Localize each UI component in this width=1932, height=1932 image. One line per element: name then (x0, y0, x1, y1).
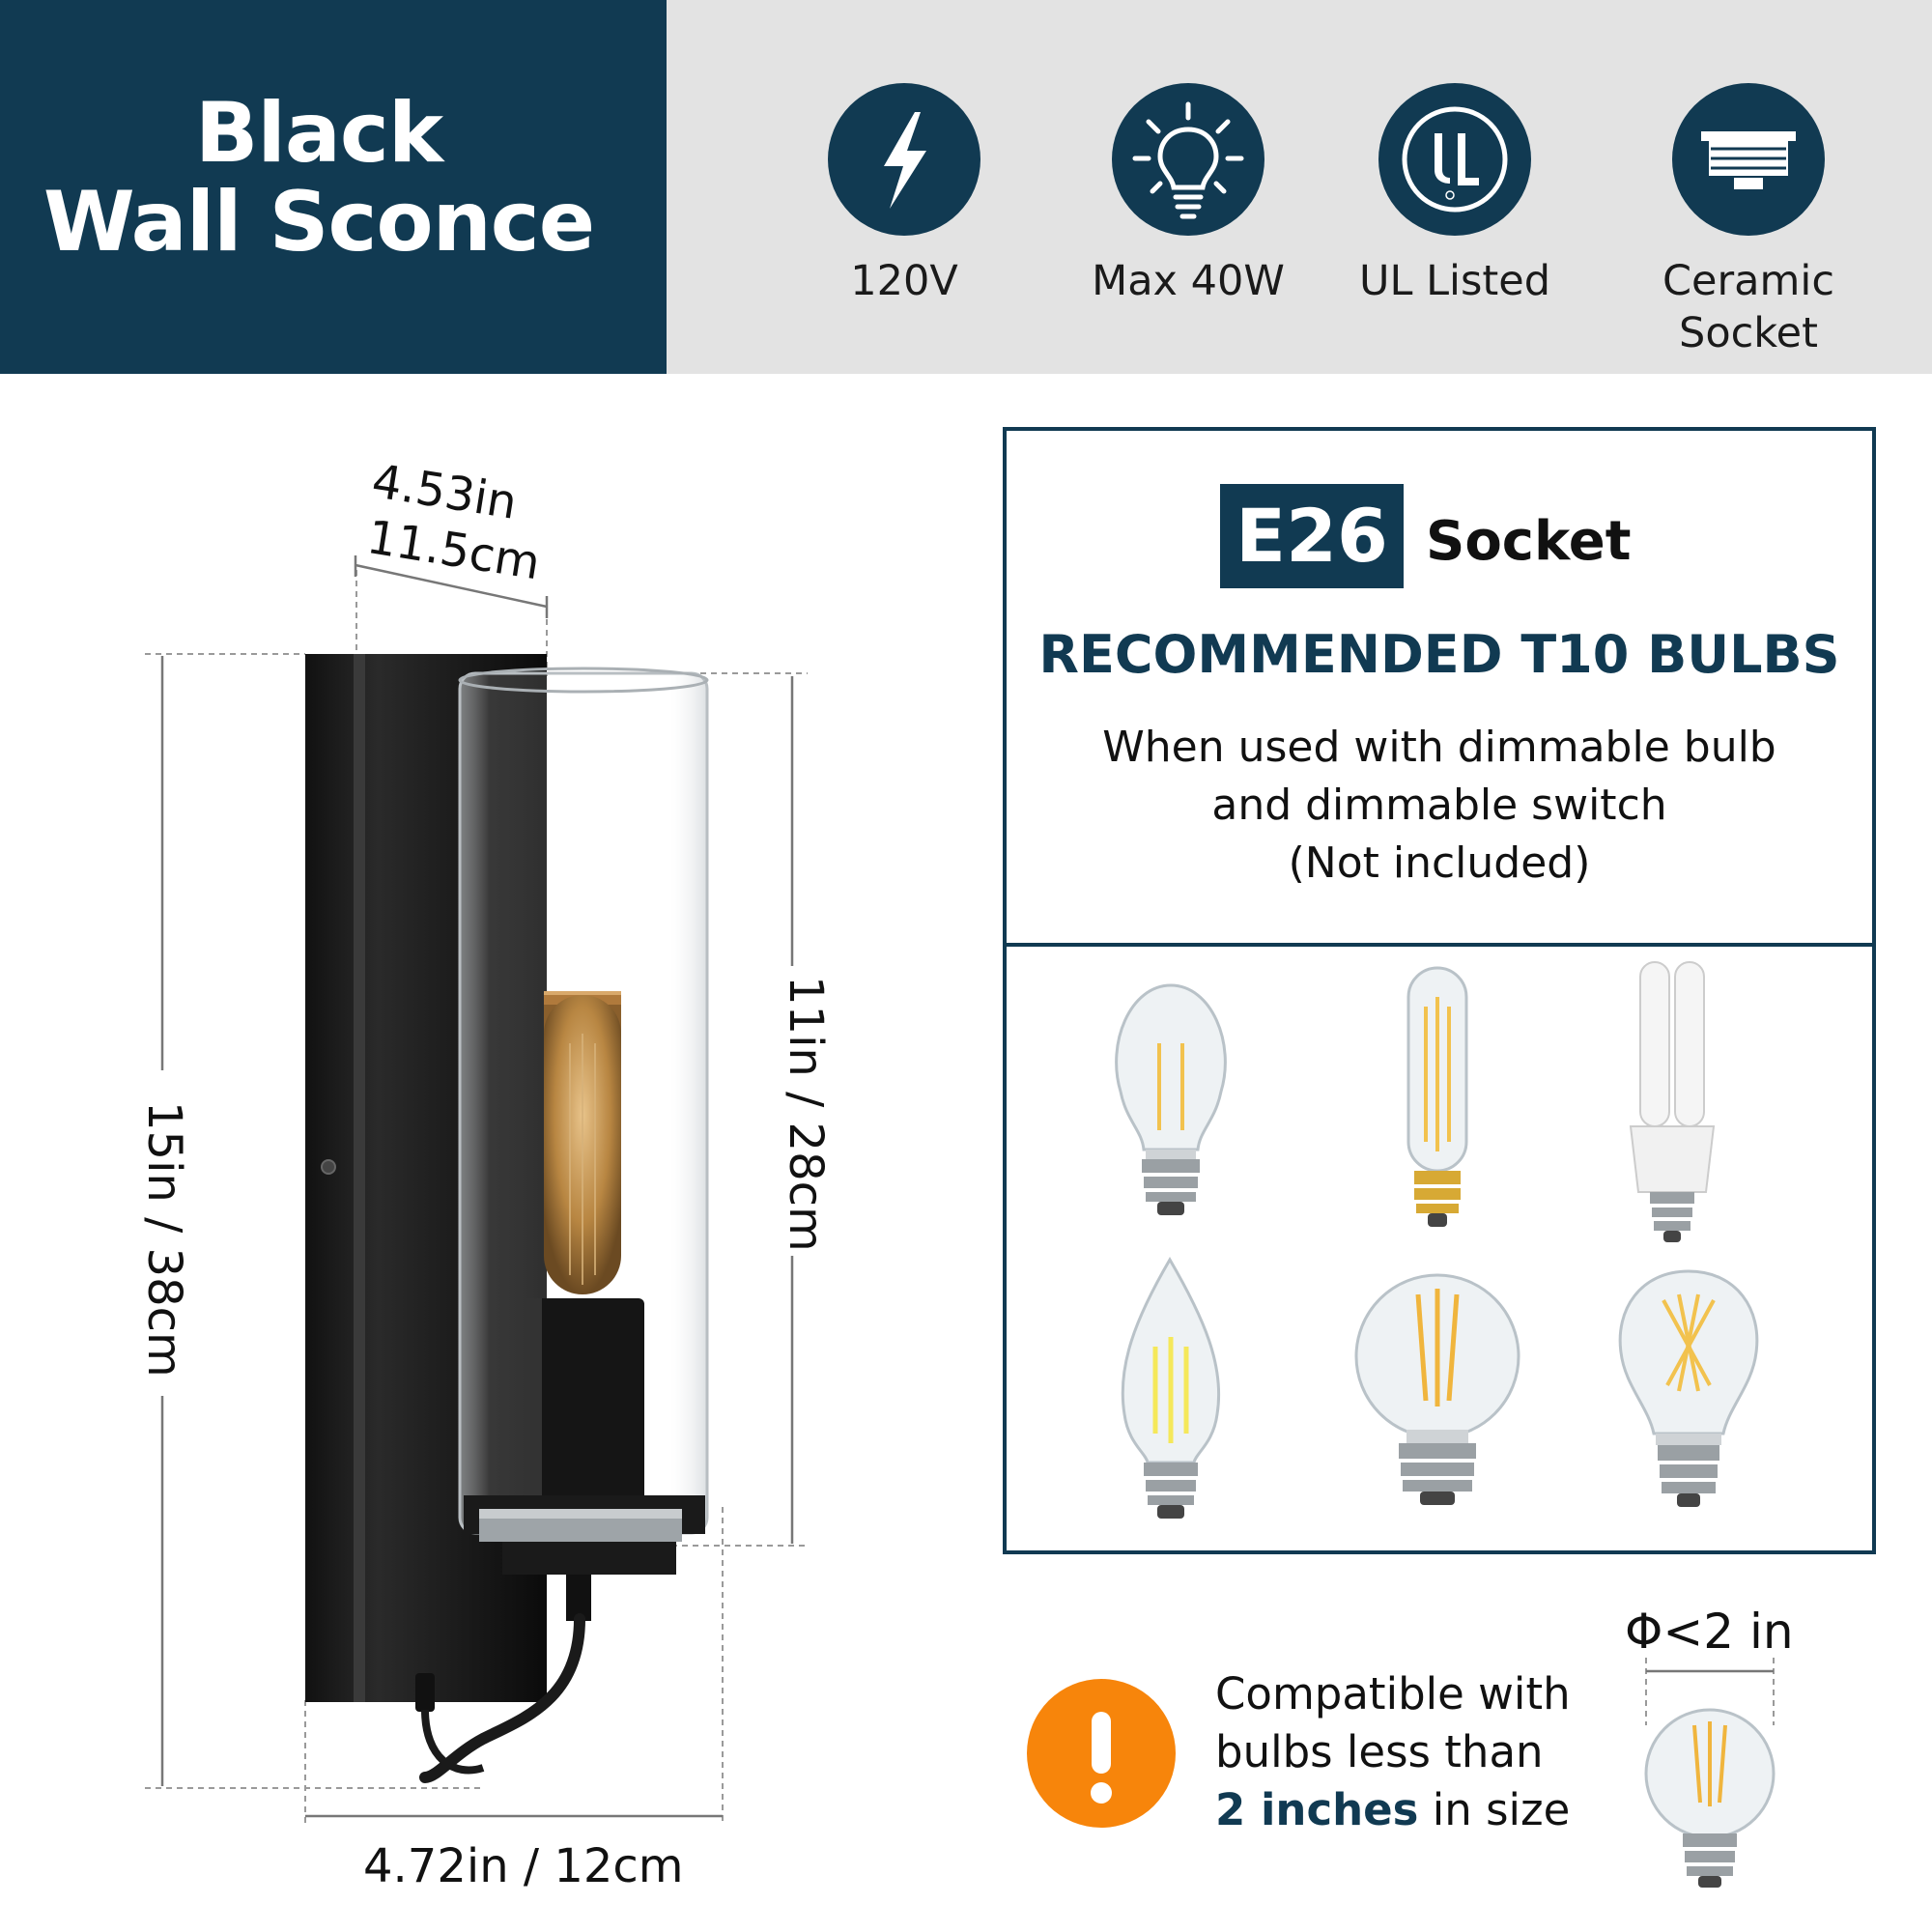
feature-label-wattage: Max 40W (1092, 257, 1285, 305)
page-title: Black Wall Sconce (0, 89, 638, 267)
cfl-bulb-icon (1629, 961, 1716, 1242)
total-height-label: 15in / 38cm (137, 1101, 191, 1378)
feature-label-ul: UL Listed (1358, 257, 1550, 305)
dimmable-note: When used with dimmable bulb and dimmabl… (1102, 723, 1776, 888)
lightning-icon (828, 83, 980, 236)
feature-label-socket: Ceramic Socket (1662, 257, 1834, 357)
lightbulb-icon (1112, 83, 1264, 236)
base-width-label: 4.72in / 12cm (363, 1839, 684, 1893)
socket-info-box: E26 Socket RECOMMENDED T10 BULBS When us… (1003, 427, 1876, 1554)
feature-band: 120V Max 40W (667, 0, 1932, 374)
feature-voltage: 120V (779, 83, 1030, 307)
glass-height-label: 11in / 28cm (779, 976, 833, 1252)
warning-icon (1027, 1679, 1176, 1828)
bulb-grid (1115, 961, 1759, 1519)
candle-bulb-icon (1121, 1257, 1221, 1519)
title-line-2: Wall Sconce (43, 174, 595, 270)
t10-bulb-icon (1406, 966, 1468, 1227)
ul-logo-icon (1378, 83, 1531, 236)
e26-badge: E26 (1220, 484, 1404, 588)
socket-label: Socket (1426, 510, 1632, 573)
feature-label-voltage: 120V (850, 257, 958, 305)
s14-bulb-icon (1115, 983, 1227, 1215)
header-title-panel (0, 0, 667, 374)
globe-bulb-icon (1354, 1273, 1520, 1505)
feature-socket: Ceramic Socket (1623, 83, 1874, 359)
diameter-label: Φ<2 in (1625, 1604, 1794, 1660)
title-line-1: Black (194, 85, 443, 182)
compat-note: Compatible with bulbs less than 2 inches… (1215, 1668, 1571, 1835)
recommended-heading: RECOMMENDED T10 BULBS (1038, 624, 1840, 685)
a19-bulb-icon (1618, 1269, 1759, 1507)
small-globe-bulb-icon (1644, 1658, 1776, 1888)
box-divider (1007, 943, 1872, 947)
sconce-illustration (145, 555, 808, 1826)
feature-wattage: Max 40W (1063, 83, 1314, 307)
ceramic-socket-icon (1672, 83, 1825, 236)
feature-ul: UL Listed (1329, 83, 1580, 307)
